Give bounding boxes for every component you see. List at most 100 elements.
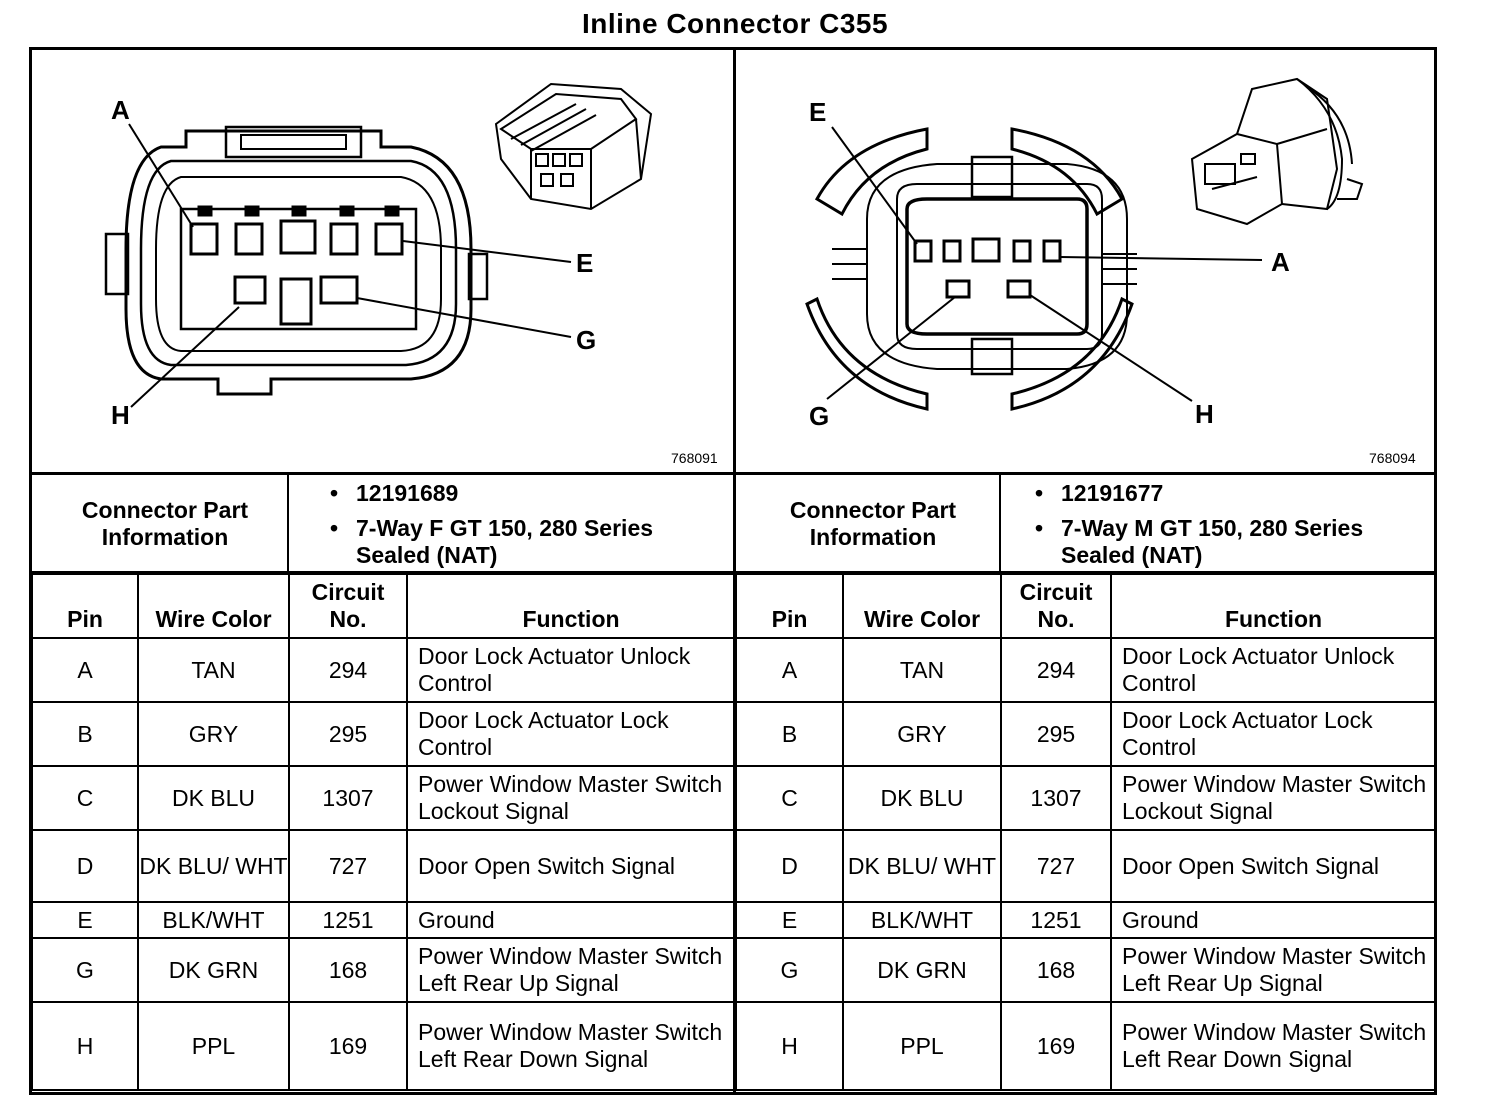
pin-cell: A [735, 637, 844, 703]
wire-color-cell: GRY [137, 701, 290, 767]
wire-color-cell: DK BLU [137, 765, 290, 831]
function-cell: Door Lock Actuator Lock Control [406, 701, 736, 767]
circuit-cell: 294 [1000, 637, 1112, 703]
info-cell-divider [287, 475, 289, 572]
pin-cell: A [31, 637, 139, 703]
function-cell: Ground [406, 901, 736, 939]
wire-color-cell: BLK/WHT [137, 901, 290, 939]
header-function: Function [1110, 573, 1437, 639]
callout-label: E [576, 248, 593, 278]
wire-color-cell: DK GRN [842, 937, 1002, 1003]
pin-cell: H [31, 1001, 139, 1091]
part-info-list: 12191689 7-Way F GT 150, 280 Series Seal… [330, 480, 720, 569]
circuit-cell: 168 [288, 937, 408, 1003]
pin-cell: E [31, 901, 139, 939]
part-info-list: 12191677 7-Way M GT 150, 280 Series Seal… [1035, 480, 1425, 569]
callout-label: A [1271, 247, 1290, 277]
wire-color-cell: BLK/WHT [842, 901, 1002, 939]
function-cell: Power Window Master Switch Left Rear Dow… [406, 1001, 736, 1091]
wire-color-cell: TAN [137, 637, 290, 703]
circuit-cell: 294 [288, 637, 408, 703]
pin-cell: G [31, 937, 139, 1003]
pin-cell: H [735, 1001, 844, 1091]
table-header-row: Pin Wire Color Circuit No. Function [31, 573, 736, 639]
table-header-row: Pin Wire Color Circuit No. Function [735, 573, 1437, 639]
callout-label: H [111, 400, 130, 430]
wire-color-cell: DK BLU/ WHT [842, 829, 1002, 903]
wire-color-cell: PPL [137, 1001, 290, 1091]
pin-cell: G [735, 937, 844, 1003]
header-circuit: Circuit No. [1000, 573, 1112, 639]
circuit-cell: 1307 [288, 765, 408, 831]
figure-id: 768094 [1369, 450, 1416, 466]
part-description: 7-Way M GT 150, 280 Series Sealed (NAT) [1035, 515, 1425, 569]
circuit-cell: 727 [1000, 829, 1112, 903]
pin-cell: E [735, 901, 844, 939]
wire-color-cell: DK BLU [842, 765, 1002, 831]
function-cell: Ground [1110, 901, 1437, 939]
pin-cell: D [31, 829, 139, 903]
header-wire-color: Wire Color [842, 573, 1002, 639]
callout-label: E [809, 97, 826, 127]
connector-part-info-label: Connector Part Information [81, 497, 249, 550]
left-connector-figure: A E G H 768091 [31, 49, 734, 473]
function-cell: Power Window Master Switch Lockout Signa… [1110, 765, 1437, 831]
info-cell-divider [999, 475, 1001, 572]
circuit-cell: 295 [1000, 701, 1112, 767]
circuit-cell: 169 [288, 1001, 408, 1091]
connector-part-info-label: Connector Part Information [789, 497, 957, 550]
outer-frame [29, 47, 1437, 1095]
header-circuit: Circuit No. [288, 573, 408, 639]
circuit-cell: 1307 [1000, 765, 1112, 831]
pin-cell: C [31, 765, 139, 831]
header-wire-color: Wire Color [137, 573, 290, 639]
part-number: 12191689 [330, 480, 720, 507]
wire-color-cell: TAN [842, 637, 1002, 703]
function-cell: Power Window Master Switch Left Rear Dow… [1110, 1001, 1437, 1091]
header-pin: Pin [735, 573, 844, 639]
circuit-cell: 295 [288, 701, 408, 767]
male-connector-drawing: E A G H [805, 77, 1364, 431]
circuit-cell: 727 [288, 829, 408, 903]
function-cell: Power Window Master Switch Left Rear Up … [1110, 937, 1437, 1003]
callout-label: G [576, 325, 596, 355]
info-divider [31, 571, 1435, 574]
part-number: 12191677 [1035, 480, 1425, 507]
header-function: Function [406, 573, 736, 639]
figure-id: 768091 [671, 450, 718, 466]
part-description: 7-Way F GT 150, 280 Series Sealed (NAT) [330, 515, 720, 569]
connector-isometric-thumbnail [494, 82, 653, 211]
pin-cell: D [735, 829, 844, 903]
circuit-cell: 1251 [288, 901, 408, 939]
pin-cell: B [31, 701, 139, 767]
pin-cell: C [735, 765, 844, 831]
function-cell: Door Lock Actuator Unlock Control [406, 637, 736, 703]
circuit-cell: 168 [1000, 937, 1112, 1003]
callout-label: A [111, 95, 130, 125]
page-title: Inline Connector C355 [581, 8, 889, 39]
figure-divider [31, 472, 1435, 475]
function-cell: Door Open Switch Signal [1110, 829, 1437, 903]
right-connector-figure: E A G H 768094 [737, 49, 1435, 473]
circuit-cell: 169 [1000, 1001, 1112, 1091]
pin-cell: B [735, 701, 844, 767]
female-connector-drawing: A E G H [104, 82, 653, 430]
function-cell: Door Open Switch Signal [406, 829, 736, 903]
function-cell: Power Window Master Switch Lockout Signa… [406, 765, 736, 831]
wire-color-cell: PPL [842, 1001, 1002, 1091]
